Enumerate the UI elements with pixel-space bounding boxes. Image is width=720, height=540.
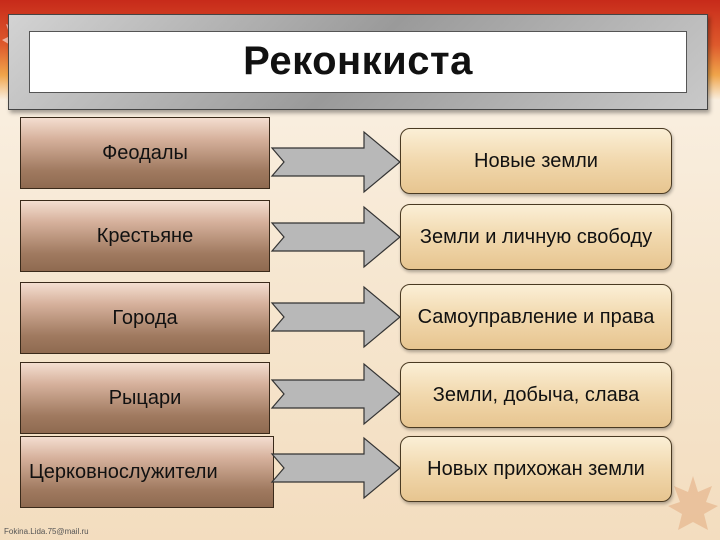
group-label: Феодалы	[102, 141, 188, 164]
goal-box-feudals: Новые земли	[400, 128, 672, 194]
arrow-icon	[270, 362, 401, 426]
group-box-clergy: Церковнослужители	[20, 436, 274, 508]
goal-box-towns: Самоуправление и права	[400, 284, 672, 350]
goal-box-clergy: Новых прихожан земли	[400, 436, 672, 502]
goal-label: Земли, добыча, слава	[432, 383, 640, 406]
goal-label: Земли и личную свободу	[419, 225, 653, 248]
title-frame: Реконкиста	[8, 14, 708, 110]
page-title: Реконкиста	[243, 38, 473, 83]
group-box-towns: Города	[20, 282, 270, 354]
group-box-peasants: Крестьяне	[20, 200, 270, 272]
arrow-icon	[270, 436, 401, 500]
arrow-icon	[270, 205, 401, 269]
goal-box-peasants: Земли и личную свободу	[400, 204, 672, 270]
arrow-icon	[270, 285, 401, 349]
group-label: Крестьяне	[96, 224, 194, 247]
goal-label: Новые земли	[474, 149, 598, 172]
title-panel: Реконкиста	[29, 31, 687, 93]
group-label: Церковнослужители	[29, 460, 218, 483]
arrow-icon	[270, 130, 401, 194]
group-label: Рыцари	[108, 386, 182, 409]
group-label: Города	[112, 306, 178, 329]
group-box-knights: Рыцари	[20, 362, 270, 434]
goal-box-knights: Земли, добыча, слава	[400, 362, 672, 428]
maple-leaf-icon	[668, 476, 718, 530]
author-email: Fokina.Lida.75@mail.ru	[4, 527, 89, 536]
group-box-feudals: Феодалы	[20, 117, 270, 189]
goal-label: Самоуправление и права	[417, 305, 655, 328]
goal-label: Новых прихожан земли	[427, 457, 645, 480]
